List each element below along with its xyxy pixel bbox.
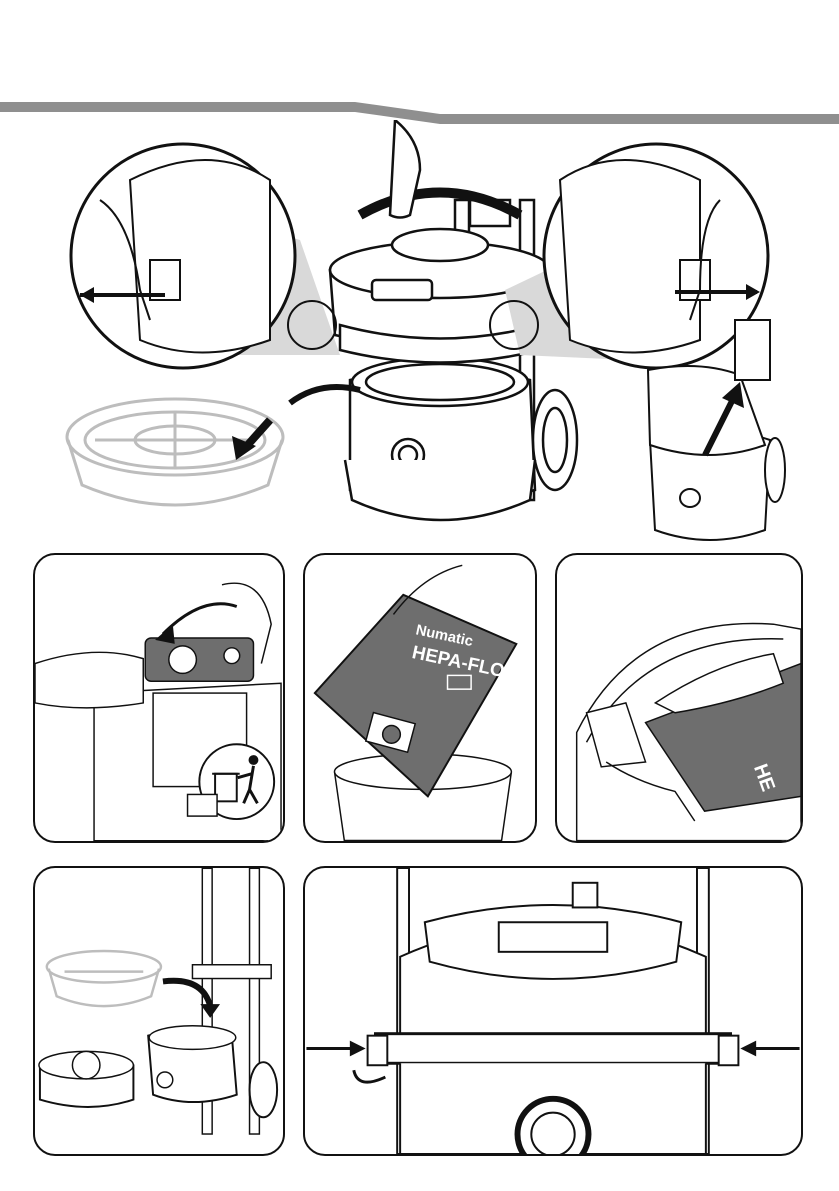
panel-new-bag: Numatic HEPA-FLO — [303, 553, 537, 843]
arrow-rotate-clip — [354, 1070, 386, 1082]
magnifier-left — [71, 144, 340, 368]
fit-bag-illustration: HE — [557, 555, 801, 841]
panel-fit-bag: HE — [555, 553, 803, 843]
hero-illustration — [0, 120, 839, 550]
panel-replace-filter — [33, 866, 285, 1156]
filter-ghost — [47, 951, 161, 1006]
close-clips-illustration — [305, 868, 801, 1154]
remove-collar-illustration — [35, 555, 283, 841]
filter-ring-ghost — [67, 399, 283, 505]
replace-filter-illustration — [35, 868, 283, 1154]
panel-close-clips — [303, 866, 803, 1156]
vacuum-removal-diagram — [0, 120, 839, 550]
panel-remove-collar — [33, 553, 285, 843]
new-bag-illustration: Numatic HEPA-FLO — [305, 555, 535, 841]
